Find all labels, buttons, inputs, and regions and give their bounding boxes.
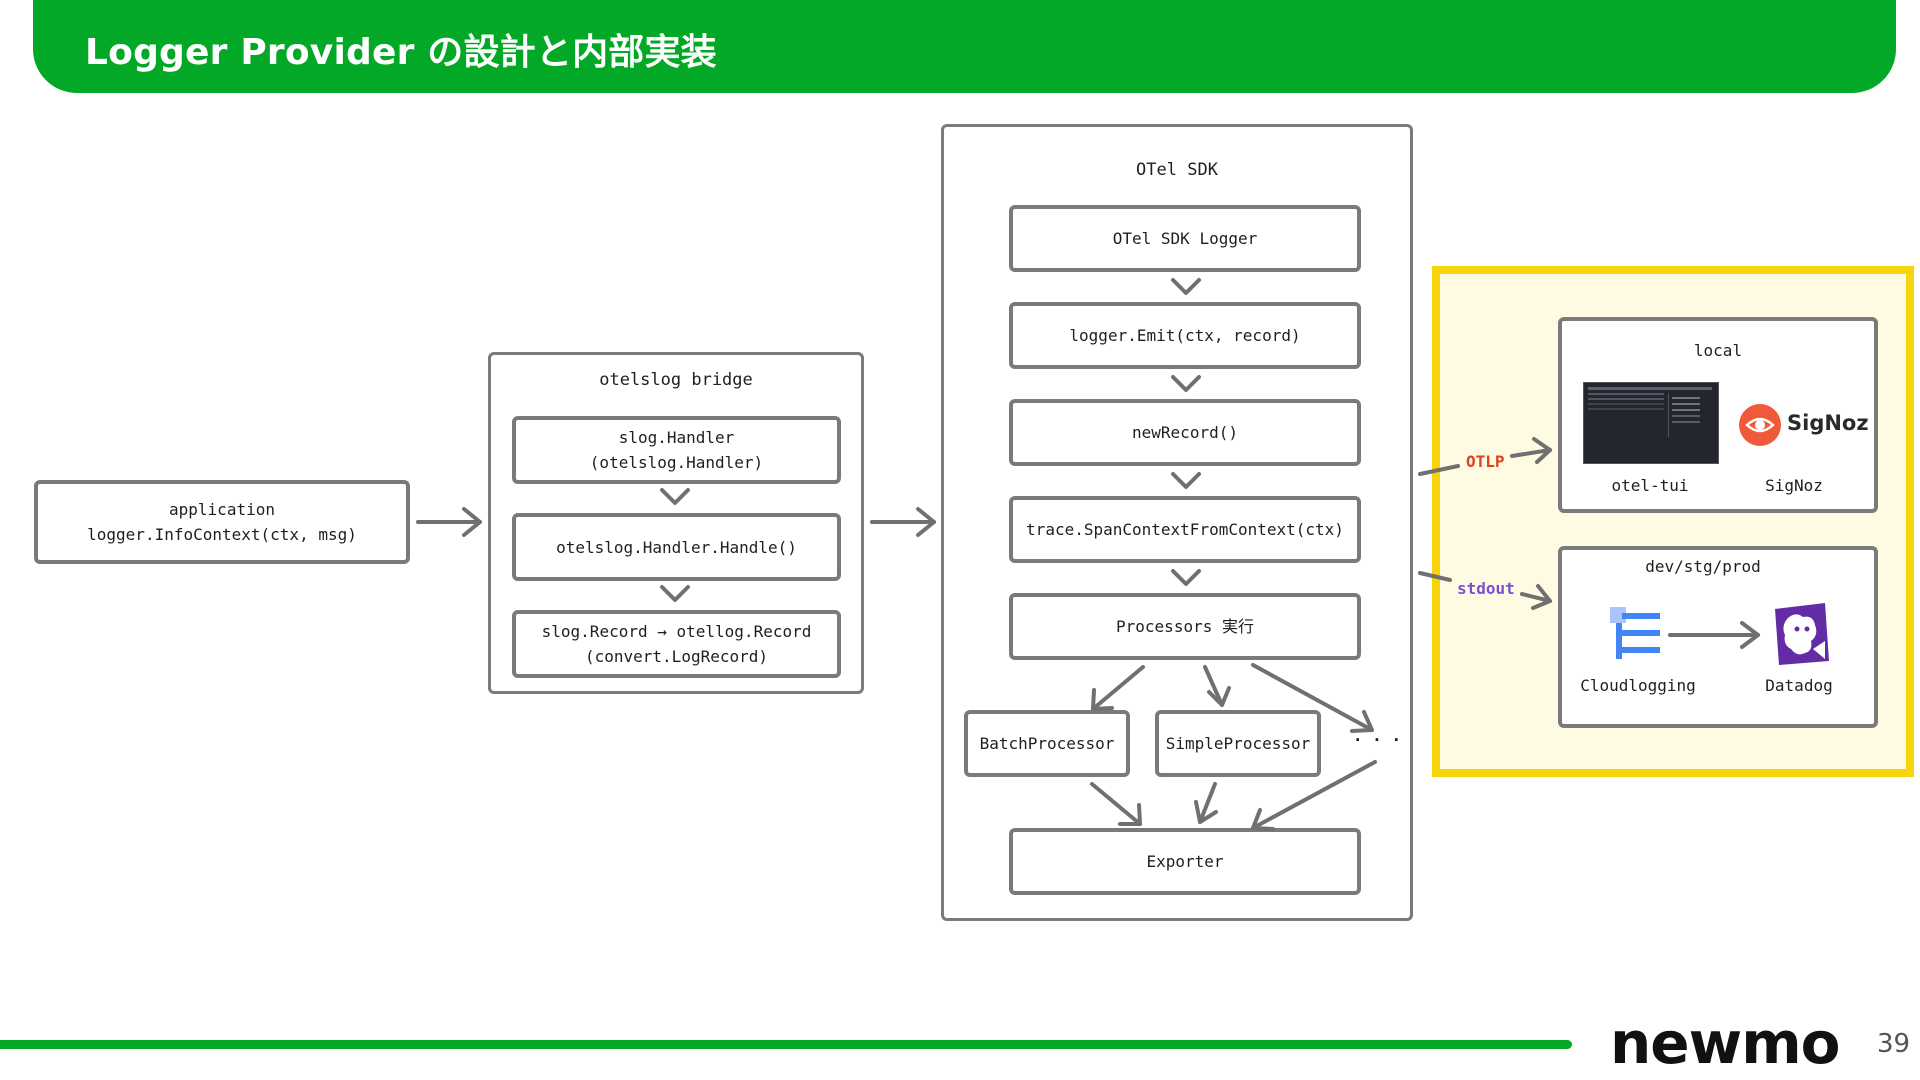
arrow-sdk-logger-to-emit: [1171, 278, 1201, 295]
application-call: logger.InfoContext(ctx, msg): [87, 525, 357, 544]
header-banner: Logger Provider の設計と内部実装: [33, 0, 1896, 93]
record-convert-box: slog.Record → otellog.Record (convert.Lo…: [512, 610, 841, 678]
logger-emit-label: logger.Emit(ctx, record): [1069, 326, 1301, 345]
otel-tui-list-pane: [1588, 393, 1664, 395]
arrow-exporter-to-remote: [1418, 571, 1552, 610]
new-record-box: newRecord(): [1009, 399, 1361, 466]
otel-tui-label: otel-tui: [1611, 476, 1689, 495]
remote-title: dev/stg/prod: [1645, 557, 1761, 576]
application-box: application logger.InfoContext(ctx, msg): [34, 480, 410, 564]
otel-tui-detail-pane: [1668, 393, 1711, 437]
footer-line: [0, 1040, 1572, 1049]
arrow-app-to-bridge: [416, 507, 482, 537]
record-convert-label: slog.Record → otellog.Record: [541, 622, 812, 641]
arrow-batch-to-exporter: [1090, 782, 1142, 826]
logger-emit-box: logger.Emit(ctx, record): [1009, 302, 1361, 369]
arrow-more-to-exporter: [1251, 760, 1377, 831]
arrow-processors-to-batch: [1091, 665, 1145, 711]
simple-processor-box: SimpleProcessor: [1155, 710, 1321, 777]
processors-label: Processors 実行: [1116, 617, 1254, 636]
span-context-label: trace.SpanContextFromContext(ctx): [1026, 520, 1344, 539]
batch-processor-label: BatchProcessor: [979, 734, 1115, 753]
otel-tui-header-bar: [1588, 387, 1712, 390]
otlp-edge-label: OTLP: [1466, 452, 1505, 471]
datadog-icon: [1775, 603, 1829, 665]
arrow-processors-to-more: [1251, 663, 1374, 733]
span-context-box: trace.SpanContextFromContext(ctx): [1009, 496, 1361, 563]
signoz-eye-icon: [1739, 404, 1781, 446]
new-record-label: newRecord(): [1132, 423, 1238, 442]
arrow-emit-to-newrecord: [1171, 375, 1201, 392]
slog-handler-type: (otelslog.Handler): [589, 453, 764, 472]
stdout-edge-label: stdout: [1457, 579, 1515, 598]
record-convert-func: (convert.LogRecord): [584, 647, 769, 666]
newmo-logo: newmo: [1610, 1009, 1840, 1077]
otel-sdk-title: OTel SDK: [1136, 160, 1218, 180]
processors-box: Processors 実行: [1009, 593, 1361, 660]
sdk-logger-box: OTel SDK Logger: [1009, 205, 1361, 272]
more-processors-ellipsis: · · ·: [1352, 730, 1402, 749]
arrow-processors-to-simple: [1203, 665, 1231, 707]
otel-tui-detail-lines: [1672, 397, 1700, 399]
page-number: 39: [1877, 1029, 1911, 1059]
otel-tui-screenshot: [1583, 382, 1719, 464]
sdk-logger-label: OTel SDK Logger: [1112, 229, 1258, 248]
exporter-box: Exporter: [1009, 828, 1361, 895]
handler-handle-label: otelslog.Handler.Handle(): [556, 537, 797, 557]
batch-processor-box: BatchProcessor: [964, 710, 1130, 777]
arrow-newrecord-to-spanctx: [1171, 472, 1201, 489]
arrow-spanctx-to-processors: [1171, 569, 1201, 586]
application-label: application: [169, 500, 275, 519]
slog-handler-box: slog.Handler (otelslog.Handler): [512, 416, 841, 484]
handler-handle-box: otelslog.Handler.Handle(): [512, 513, 841, 581]
signoz-logo: SigNoz: [1739, 404, 1869, 446]
datadog-label: Datadog: [1765, 676, 1833, 695]
slog-handler-label: slog.Handler: [618, 428, 735, 447]
local-title: local: [1693, 341, 1743, 360]
cloudlogging-icon: [1610, 607, 1660, 659]
cloudlogging-label: Cloudlogging: [1580, 676, 1696, 695]
arrow-cloudlogging-to-datadog: [1668, 621, 1760, 649]
page-title: Logger Provider の設計と内部実装: [85, 32, 717, 73]
signoz-wordmark: SigNoz: [1787, 411, 1869, 435]
arrow-simple-to-exporter: [1194, 782, 1218, 824]
arrow-bridge-to-sdk: [870, 507, 936, 537]
local-panel: local otel-tui SigNoz SigNoz: [1558, 317, 1878, 513]
arrow-bridge-step2-to-step3: [660, 585, 690, 602]
otelslog-bridge-title: otelslog bridge: [599, 370, 753, 390]
exporter-label: Exporter: [1146, 852, 1224, 871]
simple-processor-label: SimpleProcessor: [1165, 734, 1311, 753]
arrow-bridge-step1-to-step2: [660, 488, 690, 505]
arrow-exporter-to-local: [1418, 437, 1552, 476]
signoz-label: SigNoz: [1765, 476, 1823, 495]
